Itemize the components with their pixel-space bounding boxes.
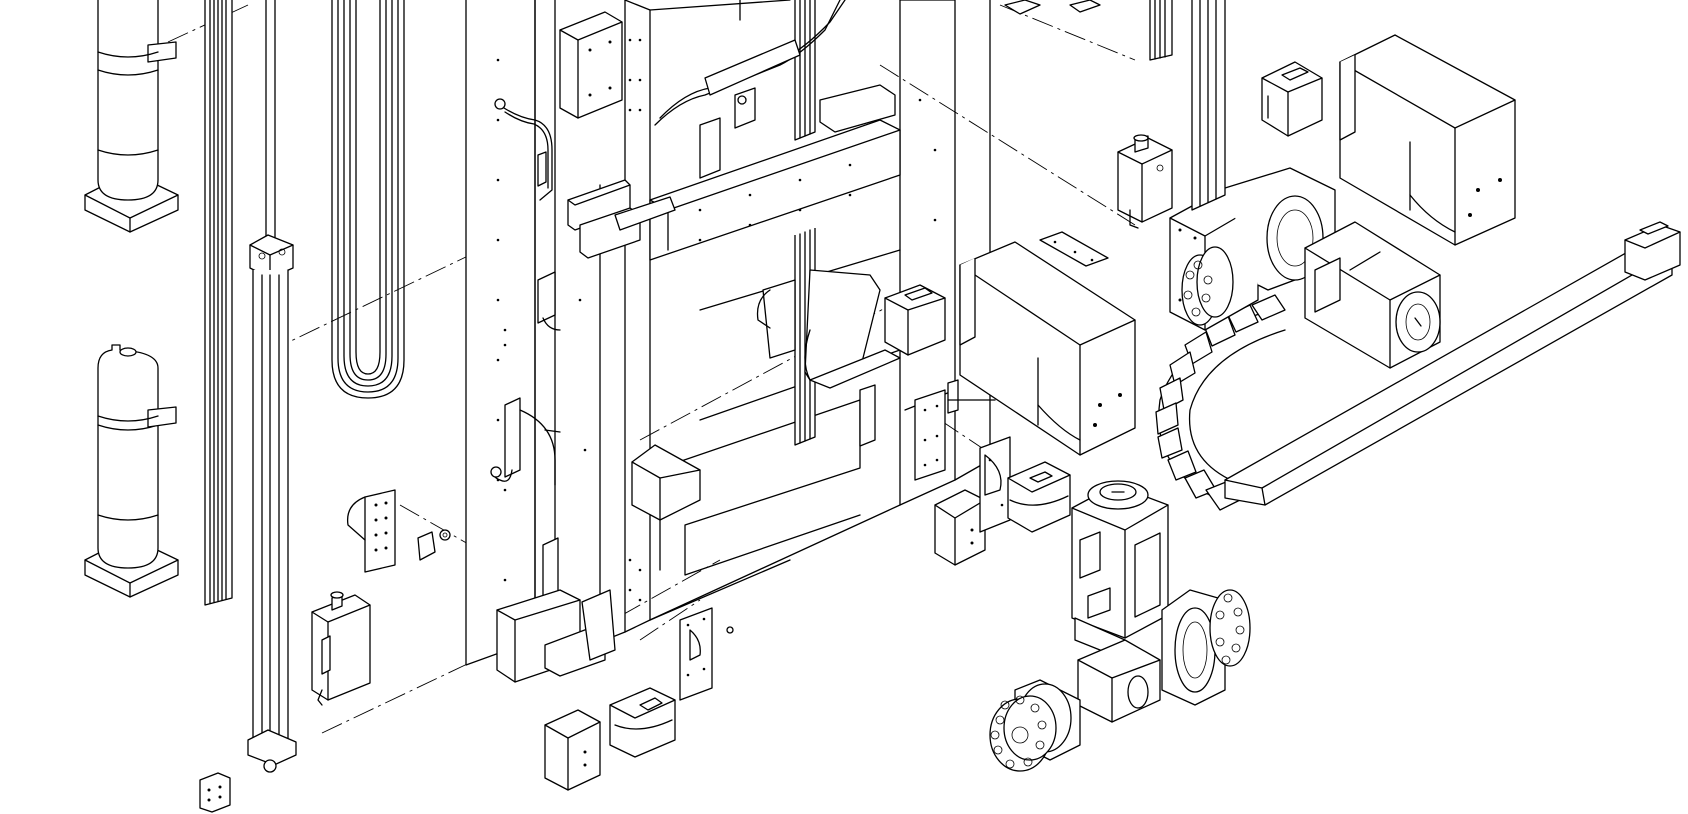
bracket-small-bottom-left [200, 773, 230, 812]
servo-motor-upper [1267, 196, 1440, 368]
hose-loop [332, 0, 404, 398]
mast-base-bracket [497, 590, 615, 682]
sheet-metal-enclosure-small [312, 592, 370, 705]
gas-cylinder-upper [85, 0, 178, 232]
bracket-gusset-right [980, 437, 1010, 532]
sheet-metal-enclosure-upper [1340, 35, 1515, 245]
wiring-harness [655, 0, 845, 178]
mounting-plate-upper [560, 12, 622, 118]
mast-hole-pattern [496, 38, 642, 602]
hydraulic-cylinder [248, 0, 296, 772]
angle-bracket-mast [568, 180, 675, 258]
cable-chain [1156, 295, 1285, 510]
vibration-mount-c [935, 490, 985, 565]
bracket-folded-lower [632, 445, 700, 520]
mast-cable-upper [495, 99, 560, 330]
vibration-mount-d [1008, 462, 1070, 532]
bracket-block-upper [1262, 62, 1322, 136]
tall-l-bracket [915, 380, 995, 480]
bracket-triangle-left [348, 490, 395, 572]
flat-bar [1040, 232, 1108, 266]
proximity-sensor-right [1118, 135, 1172, 228]
bracket-gusset-center [805, 270, 900, 446]
proximity-sensor-left [418, 530, 450, 560]
drive-sprocket-lower-right [1210, 590, 1250, 666]
bracket-angle-left-center [758, 280, 796, 358]
cable-duct [1225, 222, 1680, 505]
gas-cylinder-lower [85, 345, 178, 597]
bracket-triangle-center [680, 608, 733, 700]
top-clips [1005, 0, 1100, 14]
gearbox-lower [1078, 590, 1225, 722]
sheet-metal-enclosure-center [960, 242, 1135, 455]
vibration-mount-b [610, 688, 675, 757]
drive-sprocket-upper [1182, 247, 1233, 325]
drive-sprocket-lower-left [990, 680, 1080, 771]
linear-guide-rail-right [1150, 0, 1225, 210]
linear-guide-rail-left [205, 0, 232, 605]
mast-frame [466, 0, 990, 665]
servo-motor-lower [1072, 481, 1168, 660]
bracket-block-center [885, 285, 945, 355]
vibration-mount-a [545, 710, 600, 790]
